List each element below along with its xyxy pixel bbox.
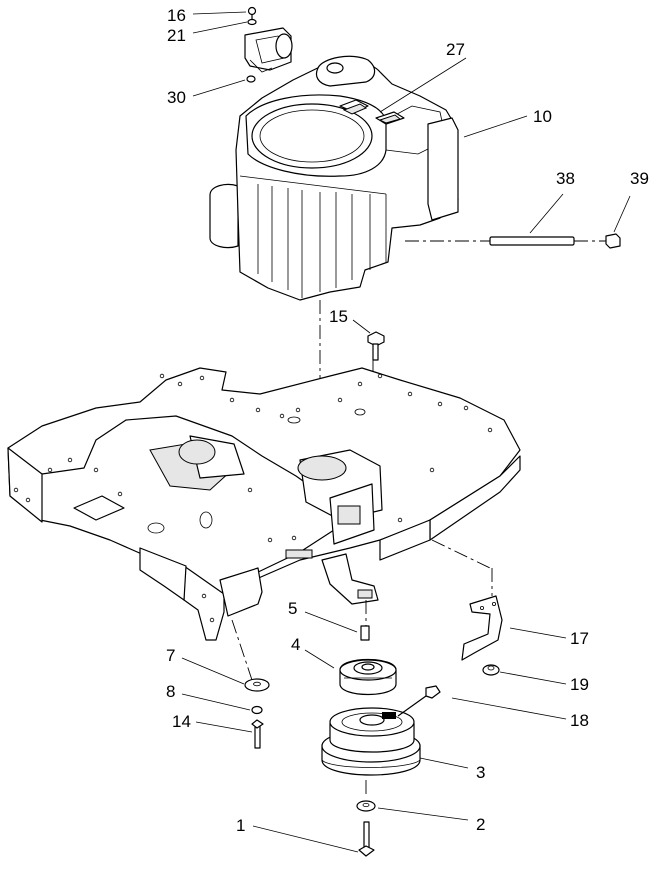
callout-17: 17 bbox=[570, 629, 589, 648]
callout-2: 2 bbox=[476, 815, 485, 834]
callout-38: 38 bbox=[556, 169, 575, 188]
callout-16: 16 bbox=[167, 6, 186, 25]
pto-shield bbox=[461, 595, 503, 661]
engine-mount-bolt bbox=[367, 331, 385, 361]
callout-labels: 16 21 30 27 10 38 39 15 5 4 7 8 14 17 19… bbox=[166, 6, 649, 835]
flange-nut bbox=[482, 664, 500, 676]
engine bbox=[209, 55, 459, 301]
hex-bolt bbox=[251, 719, 264, 749]
main-frame bbox=[7, 367, 521, 641]
callout-10: 10 bbox=[533, 107, 552, 126]
clutch-washer bbox=[356, 800, 376, 812]
shaft-key bbox=[360, 625, 370, 641]
leader-lines bbox=[181, 11, 631, 853]
callout-18: 18 bbox=[570, 711, 589, 730]
lock-washer bbox=[251, 705, 263, 715]
callout-5: 5 bbox=[288, 599, 297, 618]
callout-8: 8 bbox=[166, 682, 175, 701]
pulley bbox=[339, 658, 397, 696]
callout-3: 3 bbox=[476, 763, 485, 782]
clutch-bolt bbox=[358, 821, 375, 857]
callout-21: 21 bbox=[167, 26, 186, 45]
throttle-cable-assembly bbox=[405, 233, 621, 249]
callout-1: 1 bbox=[236, 816, 245, 835]
callout-30: 30 bbox=[167, 88, 186, 107]
starter-bracket-assembly bbox=[244, 6, 293, 83]
callout-19: 19 bbox=[570, 675, 589, 694]
callout-15: 15 bbox=[329, 307, 348, 326]
callout-39: 39 bbox=[630, 169, 649, 188]
callout-4: 4 bbox=[291, 635, 300, 654]
spacer-washer bbox=[244, 678, 270, 692]
electric-clutch bbox=[321, 685, 441, 776]
callout-7: 7 bbox=[166, 646, 175, 665]
callout-27: 27 bbox=[446, 40, 465, 59]
callout-14: 14 bbox=[172, 712, 191, 731]
